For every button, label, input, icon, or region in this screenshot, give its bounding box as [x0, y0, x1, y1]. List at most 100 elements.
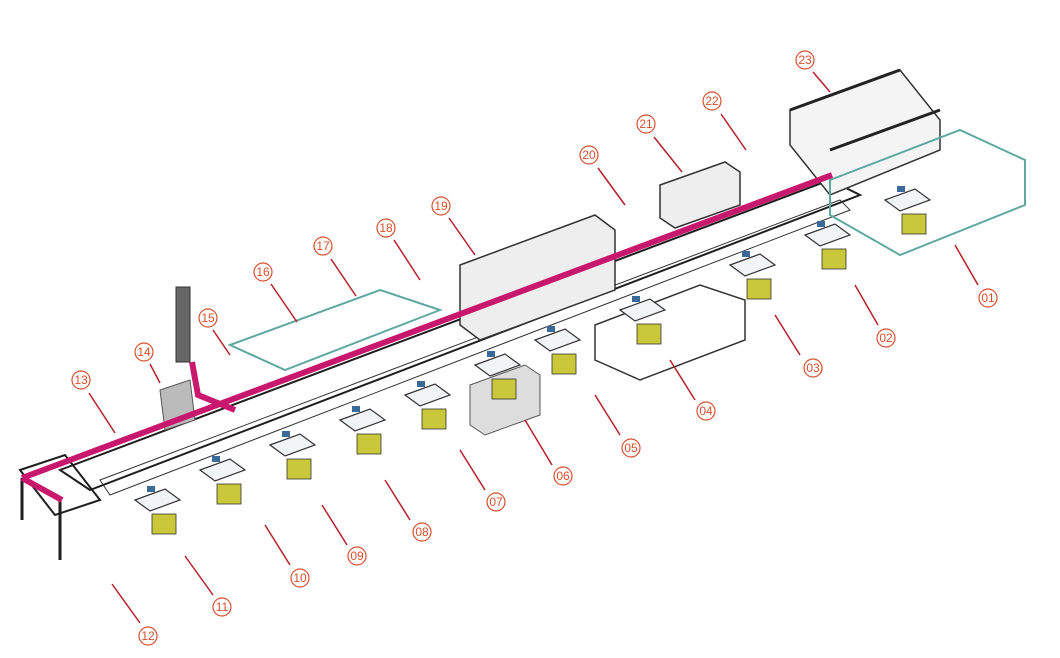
station-table	[133, 488, 182, 512]
guard-fence-16-17	[227, 288, 443, 372]
leader-line	[184, 555, 214, 596]
callout-circle	[138, 626, 158, 646]
callout-15: 15	[198, 308, 231, 356]
callout-08: 08	[384, 479, 432, 542]
callout-number: 02	[879, 331, 893, 345]
pallet-rack	[356, 433, 382, 455]
monitor	[547, 326, 555, 332]
callout-circle	[486, 492, 506, 512]
leader-line	[594, 394, 621, 436]
leader-line	[597, 167, 626, 206]
pallet-rack	[551, 353, 577, 375]
callout-01: 01	[954, 244, 998, 308]
gantry-beam	[829, 108, 941, 152]
pallet-rack	[901, 213, 927, 235]
callout-number: 11	[216, 600, 229, 614]
callout-number: 14	[137, 345, 151, 359]
leader-line	[720, 113, 747, 151]
leader-line	[459, 449, 486, 491]
station-table	[338, 408, 387, 432]
callout-circle	[290, 568, 310, 588]
callout-circle	[198, 308, 218, 328]
station-table	[473, 353, 522, 377]
end-frame	[18, 453, 102, 517]
workstation	[883, 186, 932, 235]
pallet-rack	[821, 248, 847, 270]
pallet-rack	[151, 513, 177, 535]
callout-23: 23	[795, 50, 831, 93]
workstation	[618, 296, 667, 345]
station-table	[883, 188, 932, 212]
callout-circle	[803, 358, 823, 378]
conveyor-frame-lower	[99, 199, 851, 496]
callout-02: 02	[854, 284, 896, 348]
callout-circle	[702, 91, 722, 111]
callout-circle	[134, 342, 154, 362]
tower-15	[175, 286, 191, 363]
monitor	[147, 486, 155, 492]
callout-17: 17	[313, 236, 357, 297]
callout-19: 19	[431, 196, 476, 256]
callout-number: 23	[798, 53, 812, 67]
callout-circle	[313, 236, 333, 256]
callout-number: 05	[624, 441, 638, 455]
workstation	[133, 486, 182, 535]
leader-line	[448, 217, 476, 256]
overhead-beam	[20, 172, 834, 481]
callout-06: 06	[524, 419, 573, 486]
callout-circle	[412, 522, 432, 542]
station-table	[618, 298, 667, 322]
callout-11: 11	[184, 555, 232, 617]
callout-22: 22	[702, 91, 747, 151]
workstations	[133, 186, 932, 535]
callout-18: 18	[376, 218, 421, 281]
frame-21	[659, 161, 741, 229]
gantry-enclosure	[789, 69, 941, 196]
pallet-rack	[421, 408, 447, 430]
leader-line	[321, 504, 348, 546]
callout-circle	[795, 50, 815, 70]
workstation	[473, 351, 522, 400]
callout-03: 03	[774, 314, 823, 378]
station-table	[533, 328, 582, 352]
callout-circle	[621, 438, 641, 458]
pallet-rack	[286, 458, 312, 480]
callout-circle	[71, 370, 91, 390]
workstation	[803, 221, 852, 270]
leader-line	[669, 359, 696, 401]
callout-20: 20	[579, 145, 626, 206]
leader-line	[954, 244, 979, 286]
monitor	[817, 221, 825, 227]
monitor	[897, 186, 905, 192]
leader-line	[774, 314, 801, 356]
callout-16: 16	[253, 262, 298, 323]
leader-line	[88, 392, 116, 434]
callout-circle	[431, 196, 451, 216]
pallet-rack	[491, 378, 517, 400]
enclosure-06	[469, 364, 541, 436]
workstation	[728, 251, 777, 300]
callout-number: 17	[316, 239, 330, 253]
callout-number: 20	[582, 148, 596, 162]
callout-number: 12	[141, 629, 155, 643]
leader-line	[653, 136, 683, 173]
callout-circle	[553, 466, 573, 486]
leader-line	[393, 239, 421, 281]
callout-14: 14	[134, 342, 161, 384]
station-table	[803, 223, 852, 247]
callout-number: 01	[981, 291, 995, 305]
leader-line	[149, 363, 161, 384]
leader-line	[854, 284, 879, 326]
callout-number: 07	[489, 495, 503, 509]
leader-line	[330, 258, 357, 297]
monitor	[632, 296, 640, 302]
callout-13: 13	[71, 370, 116, 434]
callout-12: 12	[111, 583, 158, 646]
callout-number: 15	[201, 311, 215, 325]
workstation	[198, 456, 247, 505]
callout-circle	[253, 262, 273, 282]
callout-number: 13	[74, 373, 88, 387]
callout-number: 16	[256, 265, 270, 279]
pallet-rack	[746, 278, 772, 300]
